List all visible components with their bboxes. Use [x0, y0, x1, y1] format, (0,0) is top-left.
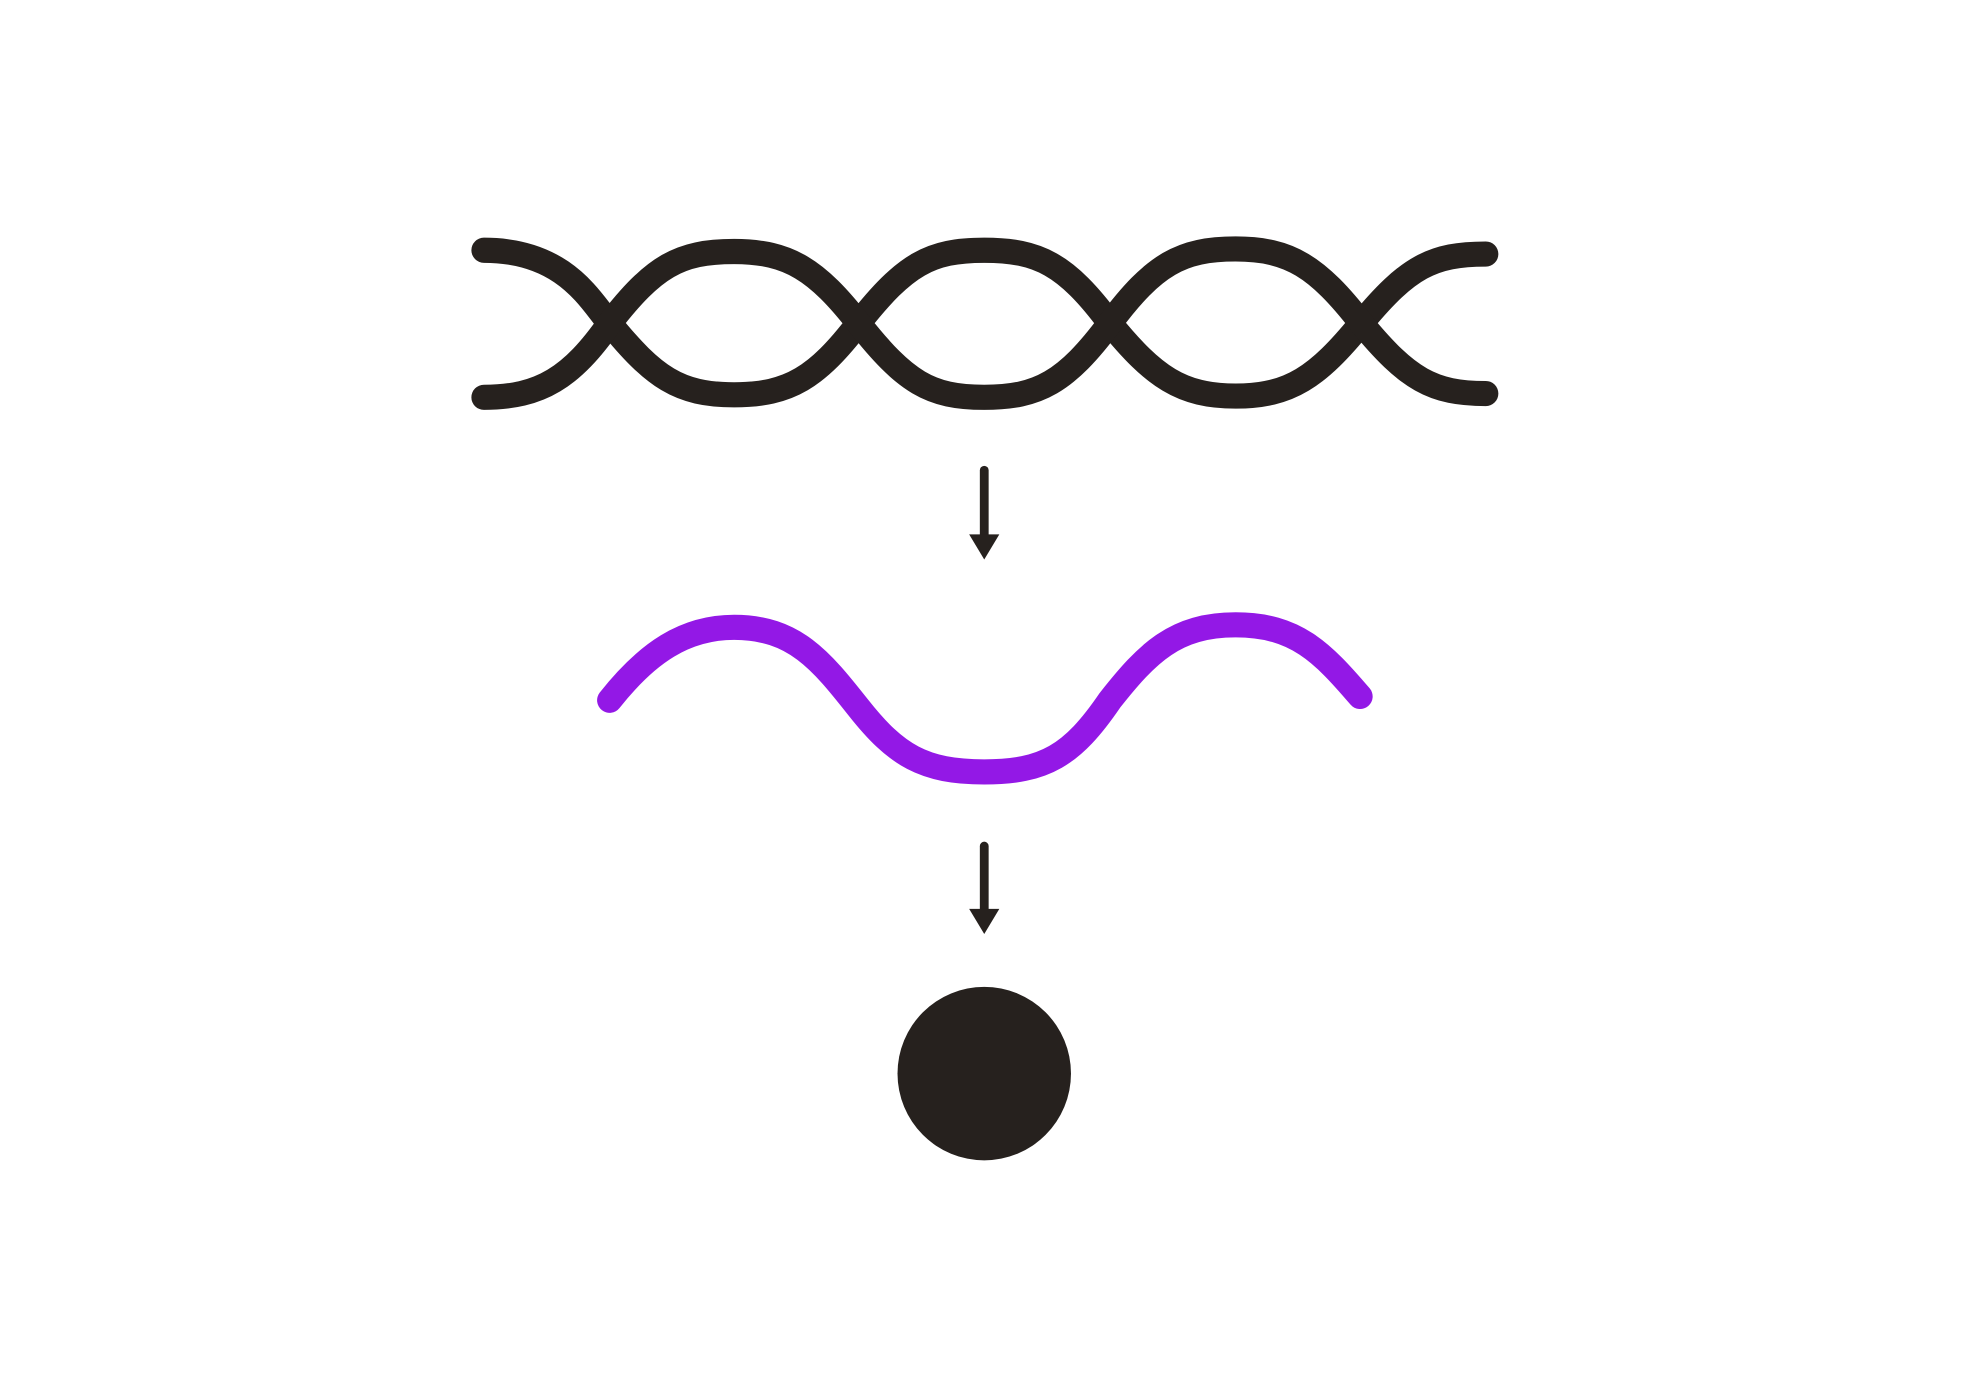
arrow-down-2	[969, 841, 1000, 935]
helix-strand-2	[471, 236, 1499, 410]
double-strand-helix	[471, 236, 1499, 410]
collapsed-particle-circle	[897, 986, 1071, 1161]
single-strand-wave	[597, 612, 1373, 785]
helix-strand-1	[471, 237, 1499, 409]
arrow-down-1	[969, 465, 1000, 560]
